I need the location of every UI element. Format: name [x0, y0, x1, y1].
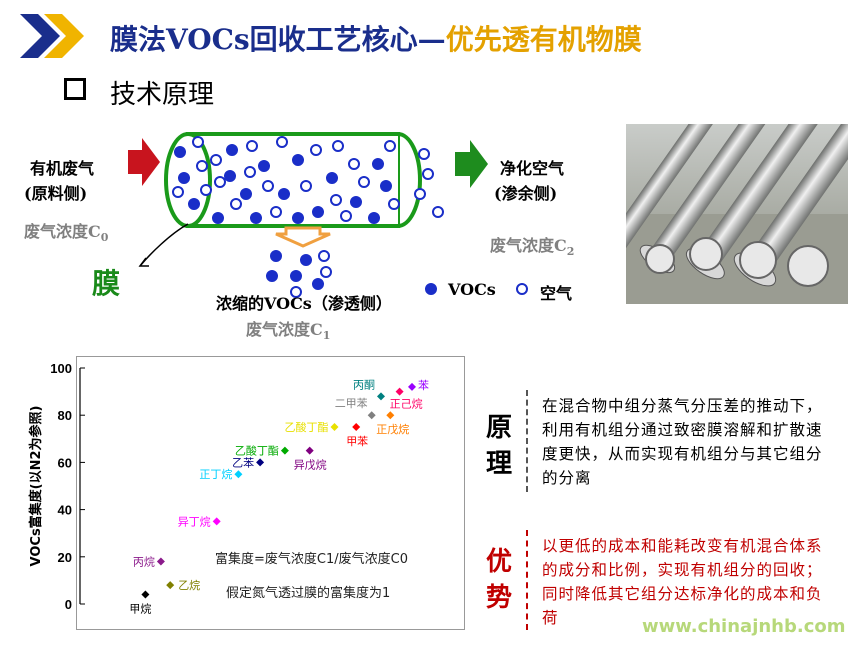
- data-point-label: 异戊烷: [294, 458, 327, 472]
- enrichment-chart-frame: [76, 356, 465, 630]
- data-point-label: 乙苯: [232, 455, 254, 469]
- data-point: [156, 557, 165, 566]
- data-point: [408, 382, 416, 391]
- data-point: [367, 411, 376, 420]
- data-point-label: 甲烷: [129, 602, 151, 616]
- section-heading: 技术原理: [110, 80, 215, 110]
- legend-voc-label: VOCs: [448, 280, 496, 299]
- watermark: www.chinajnhb.com: [642, 616, 846, 637]
- data-point: [352, 423, 361, 431]
- data-point: [395, 387, 404, 396]
- y-tick-label: 20: [58, 550, 72, 565]
- principle-text: 在混合物中组分蒸气分压差的推动下，利用有机组分通过致密膜溶解和扩散速度更快，从而…: [542, 397, 823, 487]
- data-point: [234, 470, 243, 479]
- retentate-side-label: (渗余侧): [494, 184, 558, 203]
- y-tick-label: 100: [50, 361, 72, 376]
- header-chevron-icon: [20, 14, 90, 58]
- chart-annotation-assumption: 假定氮气透过膜的富集度为1: [226, 586, 391, 601]
- data-point: [280, 446, 289, 455]
- advantage-heading: 优势: [486, 547, 513, 613]
- data-point-label: 正戊烷: [376, 422, 409, 436]
- membrane-label: 膜: [92, 267, 121, 300]
- data-point-label: 甲苯: [346, 434, 368, 448]
- feed-side-label: (原料侧): [24, 184, 88, 203]
- data-point-label: 正己烷: [390, 397, 423, 411]
- data-point-label: 丙酮: [353, 378, 375, 391]
- data-point-label: 乙酸丁酯: [235, 444, 279, 458]
- feed-arrow-icon: [128, 138, 160, 186]
- page-title: 膜法VOCs回收工艺核心—优先透有机物膜: [110, 23, 642, 56]
- data-point-label: 正丁烷: [199, 467, 232, 481]
- y-axis-label: VOCs富集度(以N2为参照): [28, 406, 44, 567]
- advantage-text: 以更低的成本和能耗改变有机混合体系的成分和比例，实现有机组分的回收；同时降低其它…: [542, 537, 823, 627]
- enrichment-scatter-chart: 020406080100VOCs富集度(以N2为参照)甲烷乙烷丙烷异丁烷正丁烷乙…: [28, 361, 429, 616]
- data-point-label: 苯: [418, 378, 429, 392]
- chart-annotation-formula: 富集度=废气浓度C1/废气浓度C0: [215, 552, 408, 567]
- retentate-concentration: 废气浓度C2: [490, 236, 575, 259]
- data-point-label: 异丁烷: [178, 514, 211, 528]
- feed-concentration: 废气浓度C0: [24, 222, 109, 245]
- principle-heading: 原理: [486, 413, 513, 479]
- data-point-label: 乙酸丁酯: [285, 420, 329, 434]
- membrane-pointer-icon: [139, 223, 189, 267]
- y-tick-label: 80: [58, 408, 72, 423]
- permeate-concentration: 废气浓度C1: [246, 320, 331, 343]
- y-tick-label: 40: [58, 503, 72, 518]
- legend-air-label: 空气: [540, 284, 573, 303]
- data-point: [166, 581, 175, 590]
- data-point: [377, 392, 385, 401]
- voc-legend-icon: [425, 283, 437, 295]
- retentate-label: 净化空气: [500, 159, 565, 178]
- permeate-label: 浓缩的VOCs（渗透侧）: [216, 294, 392, 313]
- feed-label: 有机废气: [30, 159, 95, 178]
- y-tick-label: 0: [65, 597, 72, 612]
- permeate-arrow-icon: [275, 226, 331, 248]
- advantage-divider: [526, 530, 528, 630]
- data-point: [330, 423, 339, 431]
- air-legend-icon: [516, 283, 528, 295]
- data-point: [212, 517, 221, 526]
- membrane-module-photo: [626, 124, 848, 304]
- data-point: [256, 458, 265, 467]
- principle-divider: [526, 390, 528, 492]
- y-tick-label: 60: [58, 455, 72, 470]
- membrane-diagram: [128, 132, 528, 298]
- data-point: [386, 411, 395, 420]
- section-bullet-icon: [64, 78, 86, 100]
- retentate-arrow-icon: [455, 140, 488, 188]
- data-point-label: 丙烷: [133, 555, 155, 569]
- data-point-label: 二甲苯: [335, 396, 368, 410]
- data-point: [141, 590, 150, 599]
- data-point: [305, 446, 314, 455]
- data-point-label: 乙烷: [178, 578, 200, 592]
